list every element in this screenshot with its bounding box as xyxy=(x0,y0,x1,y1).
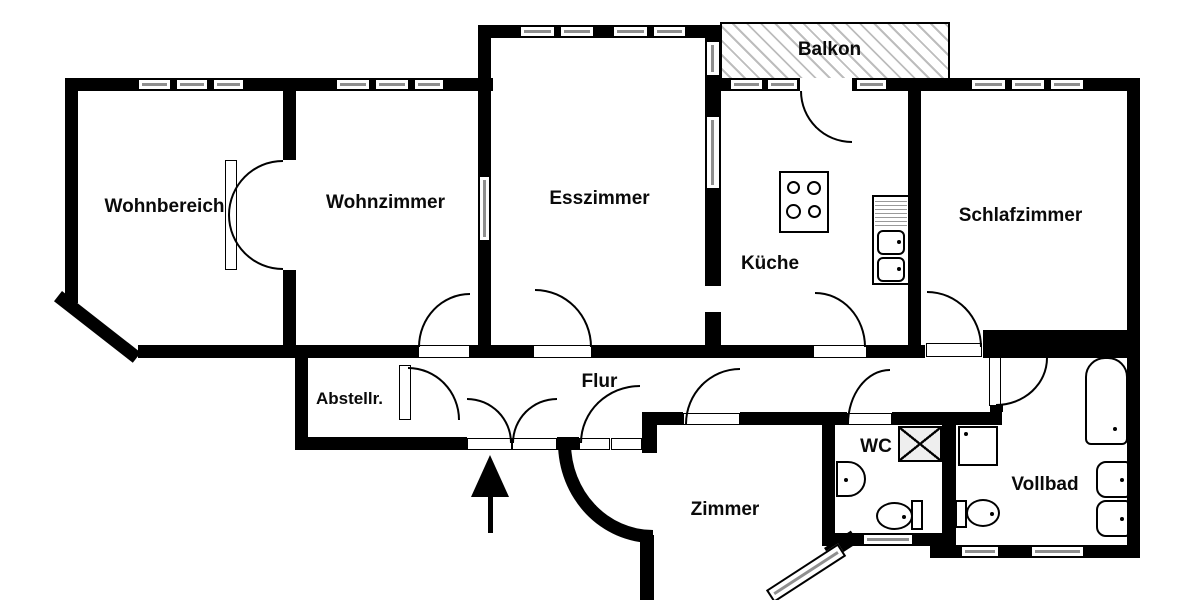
window xyxy=(855,78,888,91)
window xyxy=(705,40,721,77)
window xyxy=(519,25,556,38)
window xyxy=(862,533,914,546)
burner-icon xyxy=(807,181,821,195)
room-label-vollbad: Vollbad xyxy=(1011,474,1079,495)
door-arc xyxy=(685,368,740,424)
room-label-wohnzimmer: Wohnzimmer xyxy=(326,192,445,213)
wall xyxy=(1127,78,1140,558)
room-label-esszimmer: Esszimmer xyxy=(549,188,650,209)
wall xyxy=(295,437,467,450)
room-label-zimmer: Zimmer xyxy=(690,499,760,520)
kitchen-sink-icon xyxy=(872,195,910,285)
entrance-arrow-shaft xyxy=(488,496,493,533)
door-arc xyxy=(847,369,890,424)
bathtub-icon xyxy=(1085,357,1128,445)
entrance-arrow-icon xyxy=(471,455,509,497)
room-label-abstellraum: Abstellr. xyxy=(315,389,384,408)
window xyxy=(652,25,687,38)
wall xyxy=(642,412,657,453)
toilet-icon xyxy=(876,502,913,530)
window xyxy=(729,78,764,91)
burner-icon xyxy=(808,205,821,218)
window xyxy=(1049,78,1085,91)
door-arc xyxy=(580,385,640,443)
stove-icon xyxy=(779,171,829,233)
washbasin-icon xyxy=(1096,461,1129,498)
door-arc xyxy=(418,293,470,347)
room-label-balkon: Balkon xyxy=(797,39,862,60)
duct-icon xyxy=(898,426,942,462)
door-arc xyxy=(927,291,982,347)
shower-icon xyxy=(958,426,998,466)
door-arc xyxy=(535,289,592,347)
wall xyxy=(53,291,141,363)
window xyxy=(212,78,245,91)
window xyxy=(960,545,1000,558)
stairwell-curved-wall xyxy=(558,443,653,543)
room-label-kueche: Küche xyxy=(740,253,800,274)
room-label-flur: Flur xyxy=(581,371,618,392)
window xyxy=(559,25,595,38)
wall-pass-through xyxy=(705,286,721,312)
window xyxy=(374,78,410,91)
wall xyxy=(705,25,721,358)
window xyxy=(766,78,799,91)
door-opening xyxy=(283,160,296,270)
door-arc xyxy=(408,367,460,420)
door-arc xyxy=(815,292,866,347)
wall xyxy=(822,412,835,546)
window xyxy=(1030,545,1085,558)
burner-icon xyxy=(786,204,801,219)
wall xyxy=(942,412,956,548)
room-label-schlafzimmer: Schlafzimmer xyxy=(958,205,1083,226)
window xyxy=(175,78,209,91)
sink-bowl-icon xyxy=(877,257,905,282)
door-arc xyxy=(512,398,557,443)
burner-icon xyxy=(787,181,800,194)
window xyxy=(137,78,172,91)
washbasin-icon xyxy=(836,461,866,497)
interior-glass-panel xyxy=(705,115,721,190)
window xyxy=(612,25,649,38)
window xyxy=(335,78,371,91)
window xyxy=(765,543,847,600)
interior-glass-panel xyxy=(478,175,491,242)
window xyxy=(1010,78,1046,91)
wall xyxy=(640,535,654,600)
door-arc xyxy=(996,358,1048,406)
wall xyxy=(65,78,78,303)
window xyxy=(413,78,445,91)
door-opening xyxy=(800,78,852,91)
room-label-wc: WC xyxy=(860,436,892,457)
toilet-icon xyxy=(966,499,1000,527)
door-arc xyxy=(800,91,852,143)
wall xyxy=(908,78,921,358)
door-arc xyxy=(467,398,512,443)
window xyxy=(970,78,1007,91)
drainer-icon xyxy=(875,198,907,226)
room-label-wohnbereich: Wohnbereich xyxy=(104,196,225,217)
wall xyxy=(983,330,1140,358)
washbasin-icon xyxy=(1096,500,1129,537)
wall xyxy=(295,345,308,450)
